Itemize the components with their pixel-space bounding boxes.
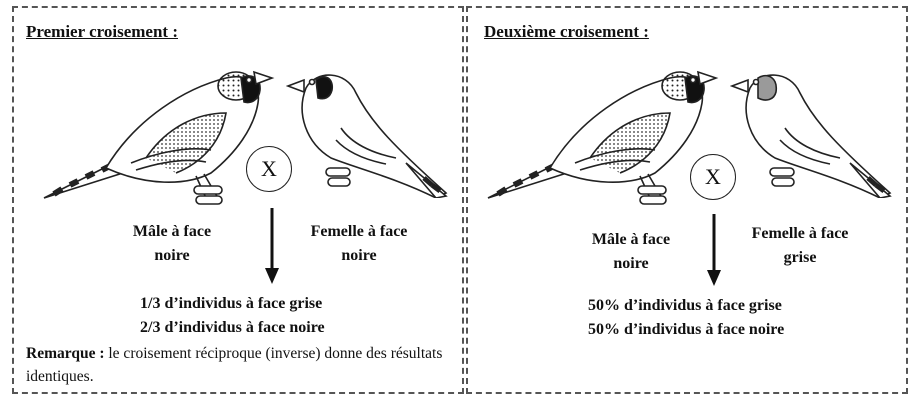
male-bird-black-face-icon: [36, 58, 276, 213]
result-line-1: 1/3 d’individus à face grise: [140, 292, 322, 316]
panel-first-cross: Premier croisement :: [12, 6, 464, 394]
male-label: Mâle à face noire: [576, 228, 686, 276]
female-label: Femelle à face grise: [750, 222, 850, 270]
female-bird-black-face-icon: [286, 58, 456, 198]
female-bird-grey-face-icon: [730, 58, 900, 198]
result-line-2: 50% d’individus à face noire: [588, 318, 784, 342]
female-label: Femelle à face noire: [304, 220, 414, 268]
panel-title: Deuxième croisement :: [484, 22, 649, 42]
result-line-2: 2/3 d’individus à face noire: [140, 316, 325, 340]
remark: Remarque : le croisement réciproque (inv…: [26, 342, 456, 388]
cross-symbol: X: [246, 146, 292, 192]
panel-title: Premier croisement :: [26, 22, 178, 42]
result-line-1: 50% d’individus à face grise: [588, 294, 782, 318]
panel-second-cross: Deuxième croisement :: [466, 6, 908, 394]
down-arrow-icon: [706, 212, 722, 288]
male-bird-black-face-icon: [480, 58, 720, 213]
remark-label: Remarque :: [26, 345, 105, 362]
down-arrow-icon: [264, 206, 280, 286]
cross-symbol: X: [690, 154, 736, 200]
male-label: Mâle à face noire: [122, 220, 222, 268]
